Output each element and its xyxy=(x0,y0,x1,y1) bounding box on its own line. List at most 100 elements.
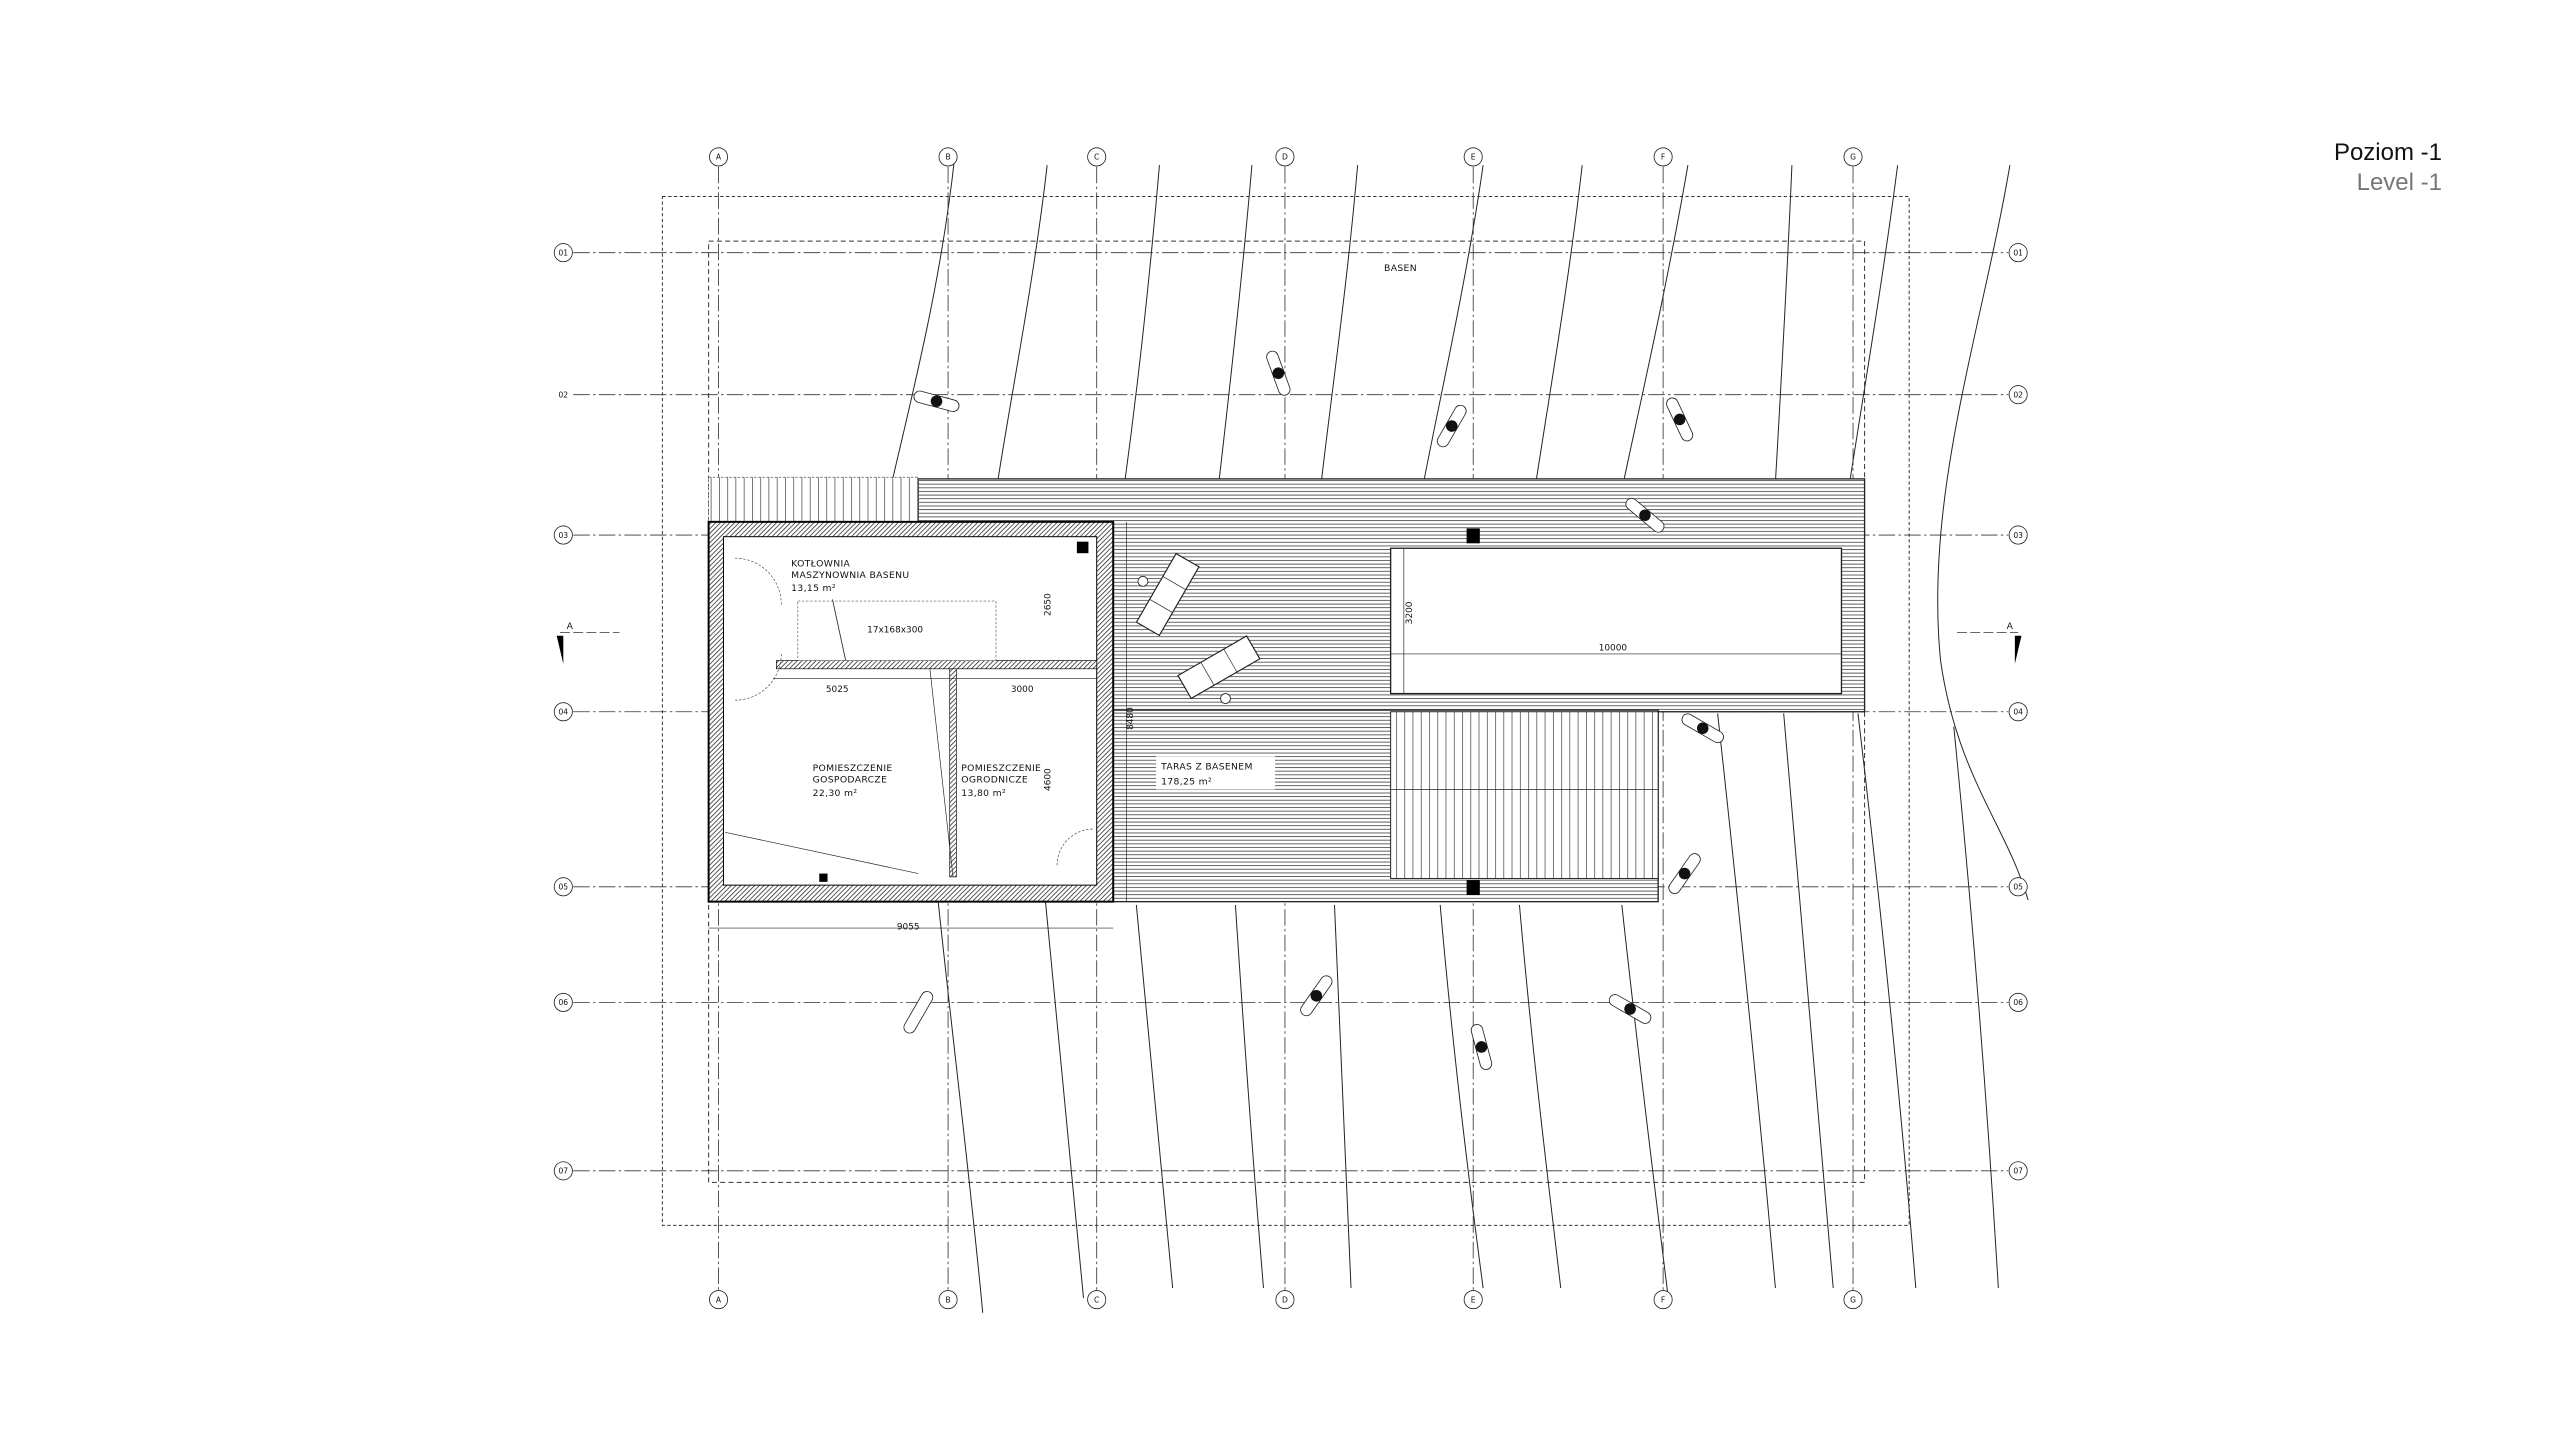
contour-line xyxy=(1937,165,2029,901)
grid-label: G xyxy=(1850,153,1856,162)
grid-label: G xyxy=(1850,1295,1856,1304)
pool-width-dimension: 3200 xyxy=(1405,601,1415,624)
grid-bubble xyxy=(2008,877,2028,897)
svg-text:A: A xyxy=(567,621,574,632)
grid-bubble xyxy=(2008,243,2028,263)
tree-symbol xyxy=(913,390,960,412)
boiler-depth-dimension: 2650 xyxy=(1043,593,1053,616)
pool xyxy=(1389,547,1843,695)
column-marker xyxy=(1466,880,1480,896)
grid-bubble xyxy=(553,877,573,897)
garden-depth-dimension: 4600 xyxy=(1043,768,1053,791)
interior-stairs xyxy=(797,600,997,661)
contour-line xyxy=(1423,165,1484,483)
terrace-label: TARAS Z BASENEM xyxy=(1160,762,1253,773)
contour-line xyxy=(1439,904,1484,1289)
grid-label: 04 xyxy=(558,708,568,717)
room-name: OGRODNICZE xyxy=(961,775,1028,786)
grid-label: 01 xyxy=(558,248,568,257)
interior-wall xyxy=(776,660,1098,670)
grid-bubble xyxy=(709,147,729,167)
contour-line xyxy=(1953,726,1999,1289)
pool-zone-label: BASEN xyxy=(1384,263,1417,274)
grid-label: C xyxy=(1094,1295,1099,1304)
grid-bubble xyxy=(553,243,573,263)
contour-line xyxy=(1774,165,1793,483)
tree-symbol xyxy=(1300,975,1333,1017)
grid-bubble xyxy=(553,702,573,722)
grid-bubble xyxy=(553,525,573,545)
grid-label: 03 xyxy=(2013,531,2023,540)
section-marker-left: A xyxy=(556,621,620,664)
tree-trunk xyxy=(1475,1041,1488,1053)
grid-label: D xyxy=(1282,1295,1288,1304)
tree-trunk xyxy=(1678,867,1691,880)
stairs-dimension: 17x168x300 xyxy=(867,625,923,635)
tree-trunk xyxy=(1673,413,1686,426)
grid-label: B xyxy=(945,153,950,162)
room-name: KOTŁOWNIA xyxy=(791,558,850,569)
grid-bubble xyxy=(1087,1290,1107,1310)
grid-label: F xyxy=(1661,153,1665,162)
grid-label: A xyxy=(716,153,722,162)
interior-wall xyxy=(949,668,957,878)
sun-lounger xyxy=(1135,552,1200,637)
grid-label: 05 xyxy=(558,883,568,892)
grid-bubble xyxy=(1843,1290,1863,1310)
tree-trunk xyxy=(930,395,943,408)
grid-bubble xyxy=(2008,385,2028,405)
grid-label: 06 xyxy=(2013,998,2023,1007)
building-width-dimension: 9055 xyxy=(897,923,920,933)
contour-line xyxy=(1857,713,1917,1289)
grid-label: 07 xyxy=(558,1167,568,1176)
contour-line xyxy=(1717,713,1776,1289)
tree-symbol xyxy=(1666,397,1694,442)
tree-symbol xyxy=(1625,497,1665,533)
grid-bubble xyxy=(1087,147,1107,167)
tree-symbol xyxy=(1470,1024,1493,1070)
section-marker-right: A xyxy=(1957,621,2022,664)
grid-bubble xyxy=(1653,147,1673,167)
grid-label: F xyxy=(1661,1295,1665,1304)
contour-line xyxy=(997,165,1048,483)
grid-label: 06 xyxy=(558,998,568,1007)
grid-label: C xyxy=(1094,153,1099,162)
grid-bubble xyxy=(1275,147,1295,167)
tree-trunk xyxy=(1445,420,1458,432)
grid-bubble xyxy=(938,1290,958,1310)
room-area: 13,15 m² xyxy=(791,583,836,594)
contour-line xyxy=(937,901,984,1313)
grid-bubble xyxy=(1463,1290,1483,1310)
contour-line xyxy=(891,156,956,483)
grid-bubble xyxy=(1275,1290,1295,1310)
utility-width-dimension: 5025 xyxy=(826,685,849,695)
grid-label: A xyxy=(716,1295,722,1304)
grid-bubble xyxy=(2008,525,2028,545)
pool-steps xyxy=(1390,711,1659,880)
contour-line xyxy=(1849,165,1899,483)
contour-line xyxy=(1320,165,1359,483)
terrace-area: 178,25 m² xyxy=(1161,776,1212,787)
grid-label: B xyxy=(945,1295,950,1304)
tree-symbol xyxy=(1608,994,1652,1024)
grid-bubble xyxy=(938,147,958,167)
tree-symbol xyxy=(1668,853,1701,894)
contour-line xyxy=(1518,904,1562,1289)
tree-symbol xyxy=(1266,350,1291,396)
room-area: 13,80 m² xyxy=(961,788,1006,799)
pool-length-dimension: 10000 xyxy=(1599,644,1628,654)
room-area: 22,30 m² xyxy=(813,788,858,799)
sun-lounger xyxy=(1177,635,1261,700)
grid-bubble xyxy=(553,1161,573,1181)
tree-trunk xyxy=(1696,722,1709,735)
contour-line xyxy=(1234,904,1264,1289)
outdoor-stairs xyxy=(708,476,919,523)
tree-symbol xyxy=(1681,713,1724,744)
tree-trunk xyxy=(1624,1003,1636,1015)
contour-line xyxy=(1218,165,1253,483)
grid-label: D xyxy=(1282,153,1288,162)
grid-label: 02 xyxy=(558,390,568,399)
grid-bubble xyxy=(2008,1161,2028,1181)
grid-label: E xyxy=(1471,1295,1476,1304)
